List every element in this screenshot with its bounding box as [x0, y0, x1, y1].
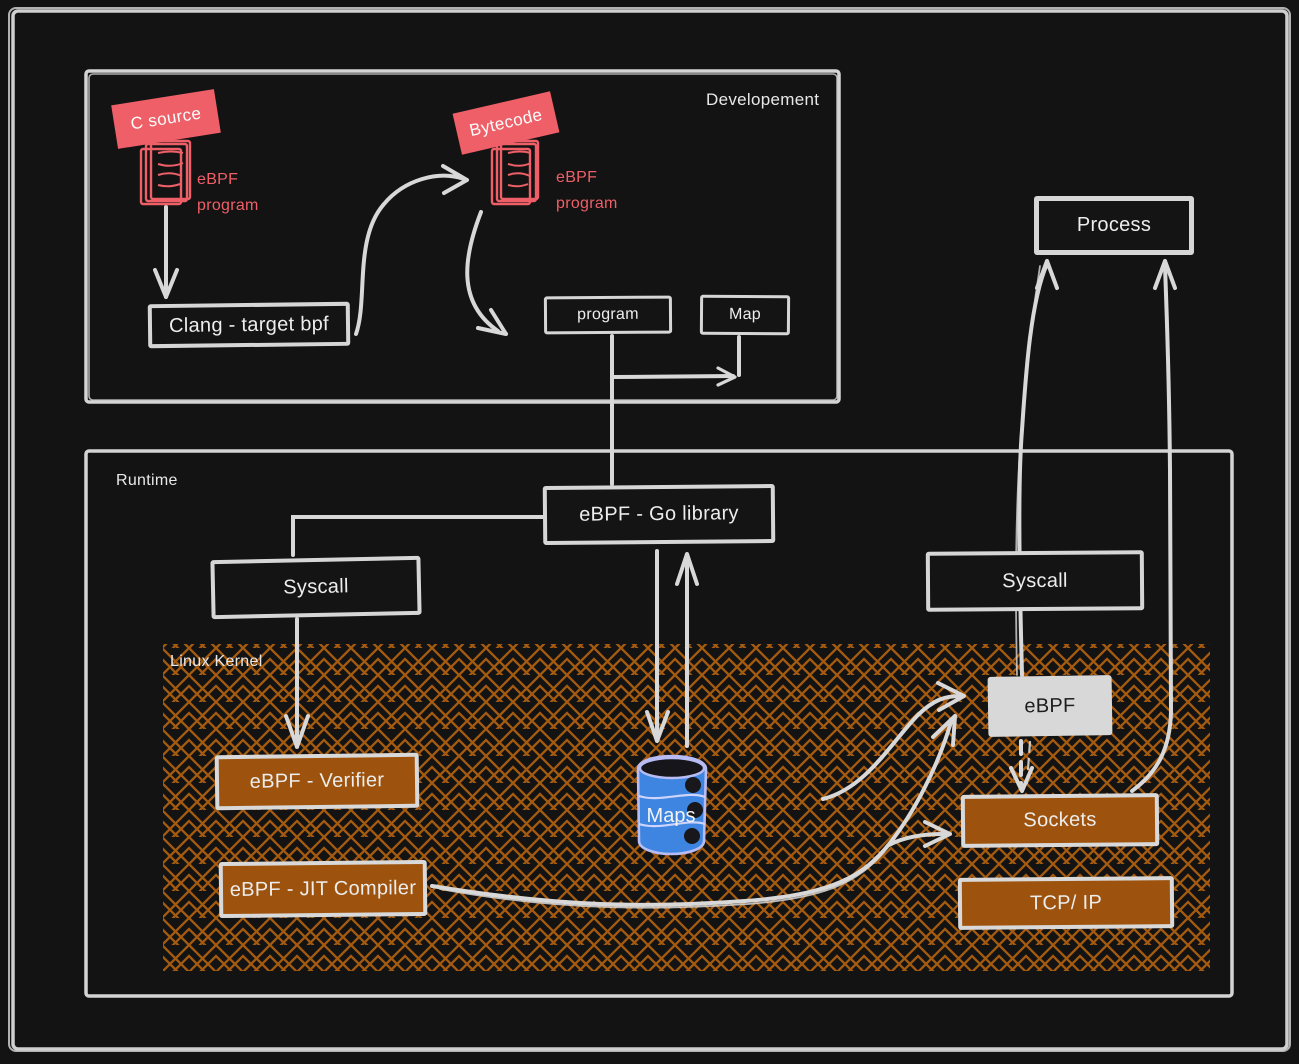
- c-source-file-stack-icon: [137, 138, 195, 213]
- verifier-box: eBPF - Verifier: [214, 752, 420, 811]
- arrow-csource-to-clang: [153, 205, 179, 299]
- arrow-ebpf-to-process: [1015, 259, 1059, 677]
- jit-compiler-box: eBPF - JIT Compiler: [218, 859, 428, 919]
- ebpf-box: eBPF: [987, 675, 1113, 737]
- maps-cylinder-icon: [630, 752, 714, 863]
- program-box: program: [543, 295, 673, 335]
- arrow-sockets-to-process: [1130, 259, 1177, 793]
- syscall-right-box: Syscall: [925, 550, 1145, 612]
- arrow-ebpf-to-sockets: [1009, 739, 1034, 793]
- arrow-clang-to-bytecode: [354, 164, 469, 336]
- arrow-jit-to-ebpf: [430, 714, 957, 909]
- development-region-outline: [84, 69, 841, 404]
- development-region-label: Developement: [706, 90, 820, 109]
- ebpf-program-label-bytecode: eBPF program: [556, 169, 618, 212]
- runtime-region-outline: [84, 449, 1234, 998]
- go-library-box: eBPF - Go library: [542, 483, 776, 546]
- syscall-left-box: Syscall: [210, 555, 422, 620]
- outer-frame: [8, 7, 1291, 1052]
- runtime-region-label: Runtime: [116, 472, 178, 489]
- diagram-arrows: [153, 164, 1177, 909]
- arrow-bytecode-to-program: [465, 210, 508, 336]
- tcpip-box: TCP/ IP: [957, 876, 1175, 930]
- sockets-box: Sockets: [960, 793, 1160, 848]
- connector-map-to-program: [612, 335, 741, 387]
- map-box: Map: [699, 294, 791, 336]
- bytecode-file-stack-icon: [489, 138, 543, 213]
- ebpf-program-label-source: eBPF program: [197, 171, 259, 214]
- arrow-golibrary-to-maps: [645, 549, 670, 743]
- connector-golibrary-to-syscall-left: [291, 515, 545, 557]
- arrow-syscall-to-verifier: [284, 617, 310, 749]
- clang-box: Clang - target bpf: [147, 301, 351, 349]
- arrow-to-sockets: [887, 820, 952, 848]
- process-box: Process: [1034, 196, 1194, 255]
- arrow-maps-to-golibrary: [675, 552, 699, 748]
- arrow-maps-to-ebpf: [821, 681, 966, 801]
- maps-cylinder-label: Maps: [646, 805, 696, 827]
- linux-kernel-region-label: Linux Kernel: [170, 653, 263, 670]
